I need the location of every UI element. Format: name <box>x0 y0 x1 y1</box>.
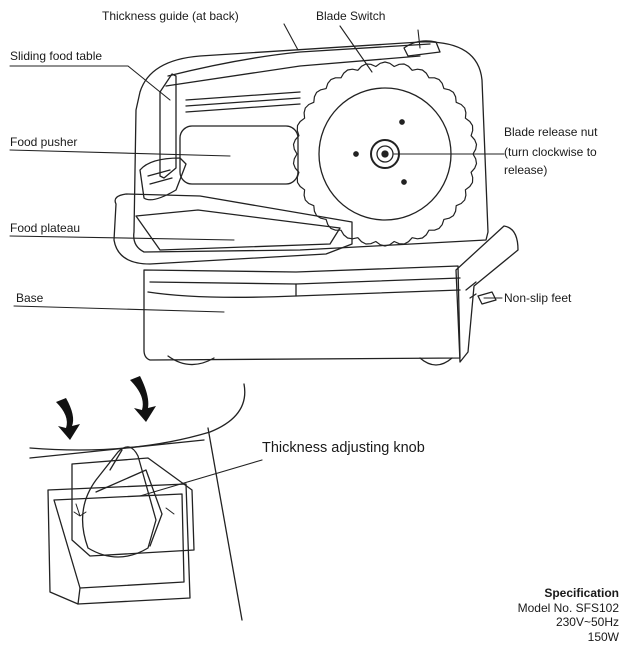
spec-voltage: 230V~50Hz <box>555 615 619 629</box>
leader-food-pusher <box>9 149 231 157</box>
food-plateau <box>113 193 353 265</box>
label-thickness-knob: Thickness adjusting knob <box>262 440 425 456</box>
label-food-plateau: Food plateau <box>10 221 80 235</box>
slicer-base <box>143 265 461 361</box>
food-pusher <box>139 157 187 201</box>
leader-blade-switch <box>339 25 373 73</box>
leader-food-plateau <box>9 235 235 241</box>
slicer-illustration <box>113 40 519 366</box>
leader-base <box>13 305 225 313</box>
knob-detail <box>29 376 246 621</box>
label-blade-release-nut-3: release) <box>504 163 547 177</box>
leader-switch-arrow <box>417 29 421 49</box>
slicer-housing <box>133 41 489 253</box>
thickness-guide-plate <box>167 43 431 77</box>
side-panel <box>455 225 519 363</box>
spec-power: 150W <box>587 629 619 644</box>
blade-screws <box>353 119 407 185</box>
specification-block: Specification Model No. SFS102 230V~50Hz… <box>518 586 619 644</box>
spec-model: Model No. SFS102 <box>517 600 619 615</box>
spec-title: Specification <box>544 586 619 600</box>
knob-base <box>47 483 191 605</box>
blade-disc <box>292 61 478 247</box>
housing-ribs <box>185 91 301 113</box>
knob-back-plate <box>71 457 195 557</box>
label-base: Base <box>16 291 44 305</box>
label-blade-release-nut-1: Blade release nut <box>504 125 598 139</box>
knob-detail-outline <box>29 383 246 451</box>
leader-thickness-guide <box>283 23 299 51</box>
leader-knob <box>139 459 263 497</box>
label-sliding-food-table: Sliding food table <box>10 49 102 63</box>
thickness-adjusting-knob <box>82 446 157 558</box>
push-arrow-right <box>130 376 156 422</box>
leader-lines <box>9 23 505 497</box>
leader-sliding-table <box>9 65 171 101</box>
blade-switch <box>403 40 441 57</box>
label-thickness-guide: Thickness guide (at back) <box>102 9 239 23</box>
knob-direction-marks <box>73 503 175 517</box>
label-food-pusher: Food pusher <box>10 135 77 149</box>
base-foot <box>167 355 215 366</box>
label-blade-release-nut-2: (turn clockwise to <box>504 145 597 159</box>
sliding-food-table-plate <box>159 73 177 179</box>
non-slip-foot <box>477 291 497 305</box>
push-arrow-left <box>56 398 80 440</box>
label-non-slip-feet: Non-slip feet <box>504 291 572 305</box>
label-blade-switch: Blade Switch <box>316 9 385 23</box>
